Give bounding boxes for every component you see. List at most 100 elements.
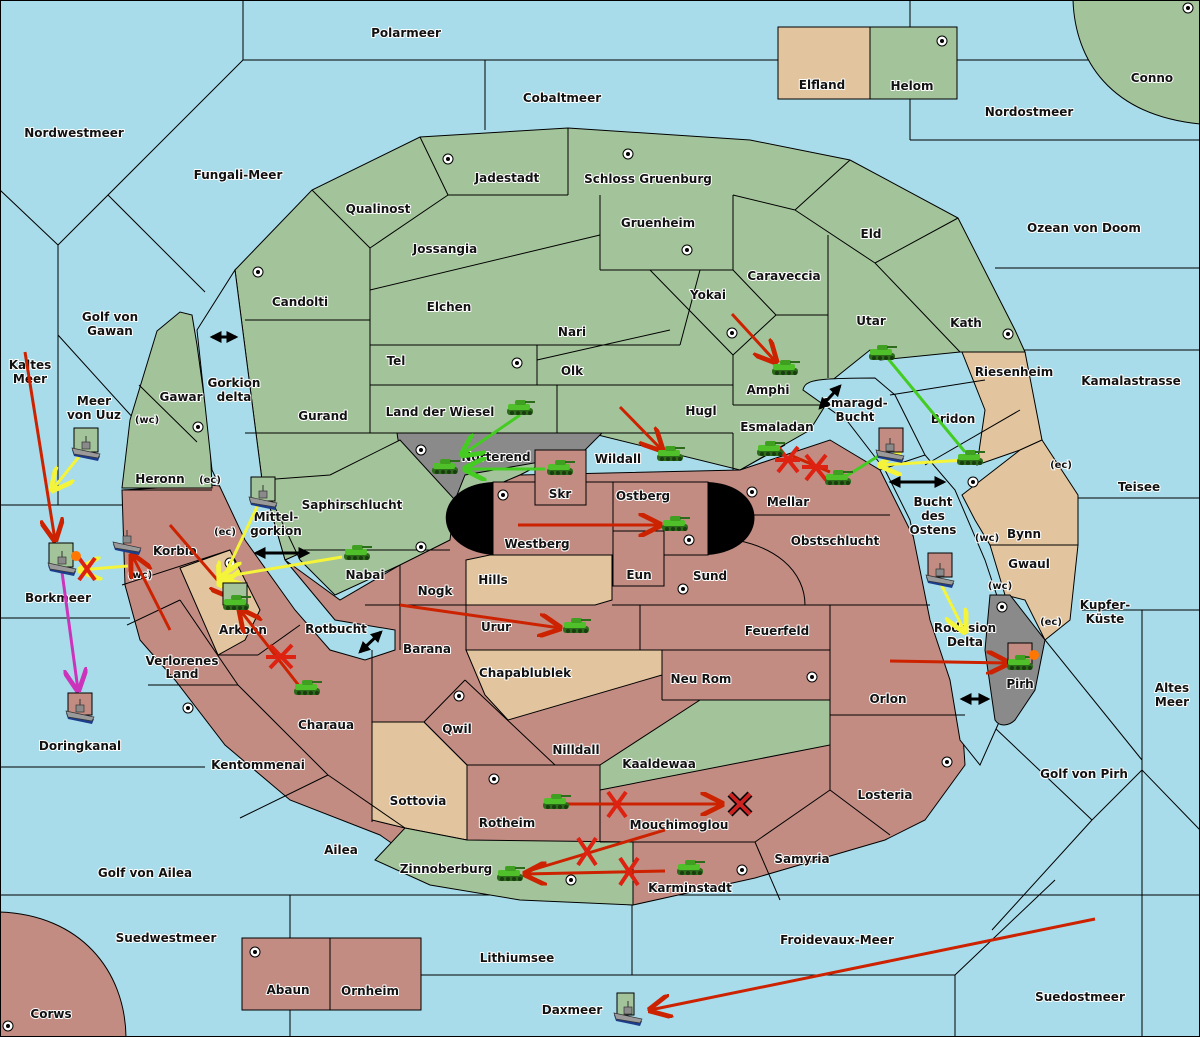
label-lithiumsee: Lithiumsee (480, 951, 555, 965)
label-caraveccia: Caraveccia (747, 269, 820, 283)
unit-fleet-borkmeer[interactable] (47, 542, 81, 577)
label-qwil: Qwil (442, 722, 472, 736)
unit-fleet-doringkanal[interactable] (65, 692, 95, 725)
dislodged-icon (1029, 650, 1039, 660)
order-support (462, 413, 521, 455)
region-zinnoberburg[interactable] (374, 827, 634, 906)
label-zinnoberburg: Zinnoberburg (400, 862, 492, 876)
unit-fleet-mittel-gorkion[interactable] (248, 476, 278, 511)
label-golf-von-gawan-line: Gawan (87, 324, 133, 338)
label-westberg: Westberg (504, 537, 569, 551)
region-conno[interactable] (1072, 0, 1200, 125)
label-urur: Urur (481, 620, 511, 634)
label-rotheim: Rotheim (479, 816, 536, 830)
failed-x-icon (606, 790, 628, 819)
order-support (222, 555, 343, 577)
label-ostberg: Ostberg (616, 489, 670, 503)
label-sottovia: Sottovia (390, 794, 447, 808)
coast-gwaul-wc: (wc) (988, 581, 1012, 592)
label-bucht-des-ostens-line: Bucht (913, 495, 952, 509)
failed-x-icon (266, 643, 296, 670)
label-smaragd-bucht-line: Bucht (835, 410, 874, 424)
label-kentommenai: Kentommenai (211, 758, 305, 772)
bounce-icon-fill (728, 792, 752, 816)
label-gorkion-delta-line: Gorkion (208, 376, 261, 390)
unit-fleet-smaragd-bucht[interactable] (875, 427, 905, 464)
region-elfland[interactable] (777, 26, 871, 100)
label-obstschlucht: Obstschlucht (791, 534, 880, 548)
label-corws: Corws (30, 1007, 71, 1021)
label-helom: Helom (890, 79, 933, 93)
region-bynn[interactable] (961, 439, 1079, 546)
label-tel: Tel (387, 354, 406, 368)
label-nabai: Nabai (346, 568, 385, 582)
label-rodesion-delta-line: Delta (947, 635, 983, 649)
label-kupfer-kueste-line: Kupfer- (1080, 598, 1130, 612)
label-norterend: Norterend (461, 450, 530, 464)
label-nogk: Nogk (418, 584, 454, 598)
coast-gawar-wc: (wc) (135, 415, 159, 426)
label-mouchimoglou: Mouchimoglou (630, 818, 729, 832)
label-bynn: Bynn (1007, 527, 1041, 541)
label-teisee: Teisee (1118, 480, 1160, 494)
units (47, 345, 1039, 1027)
label-utar: Utar (856, 314, 886, 328)
label-kamalastrasse: Kamalastrasse (1081, 374, 1181, 388)
region-ornheim[interactable] (329, 937, 422, 1011)
label-ozean-von-doom: Ozean von Doom (1027, 221, 1141, 235)
unit-army-pirh[interactable] (1007, 642, 1039, 670)
label-mittel-gorkion-line: Mittel- (254, 510, 299, 524)
label-hugl: Hugl (685, 404, 716, 418)
label-conno: Conno (1131, 71, 1173, 85)
label-nari: Nari (558, 325, 586, 339)
failed-x-icon (802, 453, 828, 482)
order-move (650, 917, 1096, 1010)
order-move (399, 603, 560, 628)
unit-fleet-meer-von-uuz[interactable] (71, 427, 101, 462)
label-kupfer-kueste-line: Küste (1086, 612, 1125, 626)
label-polarmeer: Polarmeer (371, 26, 441, 40)
label-olk: Olk (561, 364, 584, 378)
label-meer-von-uuz-line: Meer (77, 394, 111, 408)
label-jadestadt: Jadestadt (474, 171, 540, 185)
region-skr[interactable] (534, 449, 587, 506)
region-eun[interactable] (612, 530, 665, 587)
label-altes-meer-line: Meer (1155, 695, 1189, 709)
label-karminstadt: Karminstadt (648, 881, 732, 895)
unit-army-arkoon[interactable] (222, 582, 251, 610)
label-jossangia: Jossangia (412, 242, 477, 256)
label-pirh: Pirh (1006, 677, 1033, 691)
label-chapablublek: Chapablublek (479, 666, 572, 680)
unit-fleet-daxmeer[interactable] (613, 992, 643, 1027)
label-bucht-des-ostens-line: Ostens (910, 523, 957, 537)
coast-bynn-wc: (wc) (975, 533, 999, 544)
label-feuerfeld: Feuerfeld (745, 624, 810, 638)
label-orlon: Orlon (869, 692, 906, 706)
label-meer-von-uuz-line: von Uuz (67, 408, 121, 422)
label-mittel-gorkion: Mittel-gorkion (250, 510, 302, 538)
label-heronn: Heronn (135, 472, 184, 486)
label-schloss-gruenburg: Schloss Gruenburg (584, 172, 712, 186)
failed-x-icon (576, 836, 598, 867)
land-borders (121, 128, 1021, 901)
label-kath: Kath (950, 316, 982, 330)
order-support (524, 828, 666, 874)
connection-arrows (209, 331, 991, 705)
label-gruenheim: Gruenheim (621, 216, 695, 230)
label-nordostmeer: Nordostmeer (985, 105, 1074, 119)
label-barana: Barana (403, 642, 451, 656)
unit-fleet-bucht-des-ostens[interactable] (925, 552, 955, 589)
label-saphirschlucht: Saphirschlucht (302, 498, 403, 512)
label-nilldall: Nilldall (552, 743, 599, 757)
label-elfland: Elfland (799, 78, 845, 92)
region-corws[interactable] (0, 911, 127, 1037)
label-kaltes-meer-line: Kaltes (9, 358, 52, 372)
label-wildall: Wildall (595, 452, 641, 466)
label-kaaldewaa: Kaaldewaa (622, 757, 696, 771)
label-rotbucht: Rotbucht (305, 622, 367, 636)
label-daxmeer: Daxmeer (542, 1003, 603, 1017)
label-rodesion-delta-line: Rodesion (934, 621, 996, 635)
